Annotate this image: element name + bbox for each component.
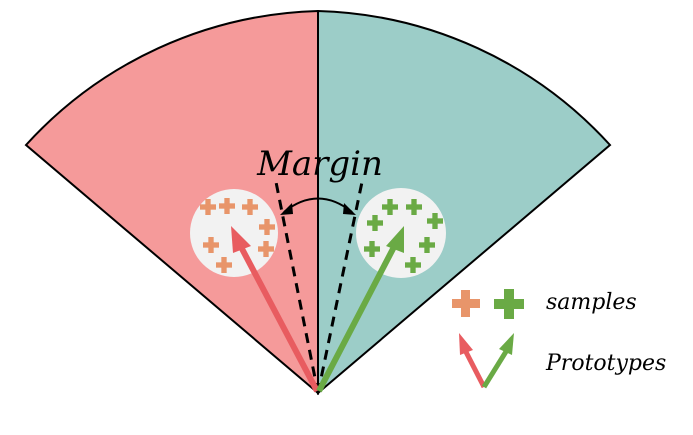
right-prototype-arrow — [316, 226, 404, 393]
right-margin-boundary — [316, 181, 364, 394]
plus-icon — [382, 199, 398, 215]
margin-label: Margin — [256, 144, 383, 184]
plus-icon — [219, 198, 235, 214]
plus-icon — [427, 213, 443, 229]
left-class-region — [24, 9, 319, 396]
plus-icon — [406, 199, 422, 215]
plus-icon — [242, 199, 258, 215]
right-class-region — [317, 9, 612, 396]
arrow-icon — [481, 333, 514, 389]
plus-icon — [216, 257, 232, 273]
left-samples — [200, 198, 275, 273]
margin-arc-right-head — [343, 203, 356, 215]
plus-icon — [367, 215, 383, 231]
left-margin-boundary — [274, 181, 320, 394]
left-prototype-arrow — [231, 226, 320, 393]
legend-prototypes-label: Prototypes — [545, 351, 666, 376]
plus-icon — [203, 237, 219, 253]
plus-icon — [452, 290, 480, 317]
margin-arc-left-head — [280, 203, 293, 215]
plus-icon — [405, 257, 421, 273]
arrow-icon — [459, 333, 487, 389]
right-samples — [364, 199, 443, 273]
plus-icon — [200, 199, 216, 215]
plus-icon — [364, 241, 380, 257]
plus-icon — [494, 289, 524, 319]
plus-icon — [419, 237, 435, 253]
legend-samples-label: samples — [546, 290, 637, 315]
plus-icon — [258, 241, 274, 257]
legend: samples Prototypes — [452, 289, 666, 389]
plus-icon — [259, 219, 275, 235]
